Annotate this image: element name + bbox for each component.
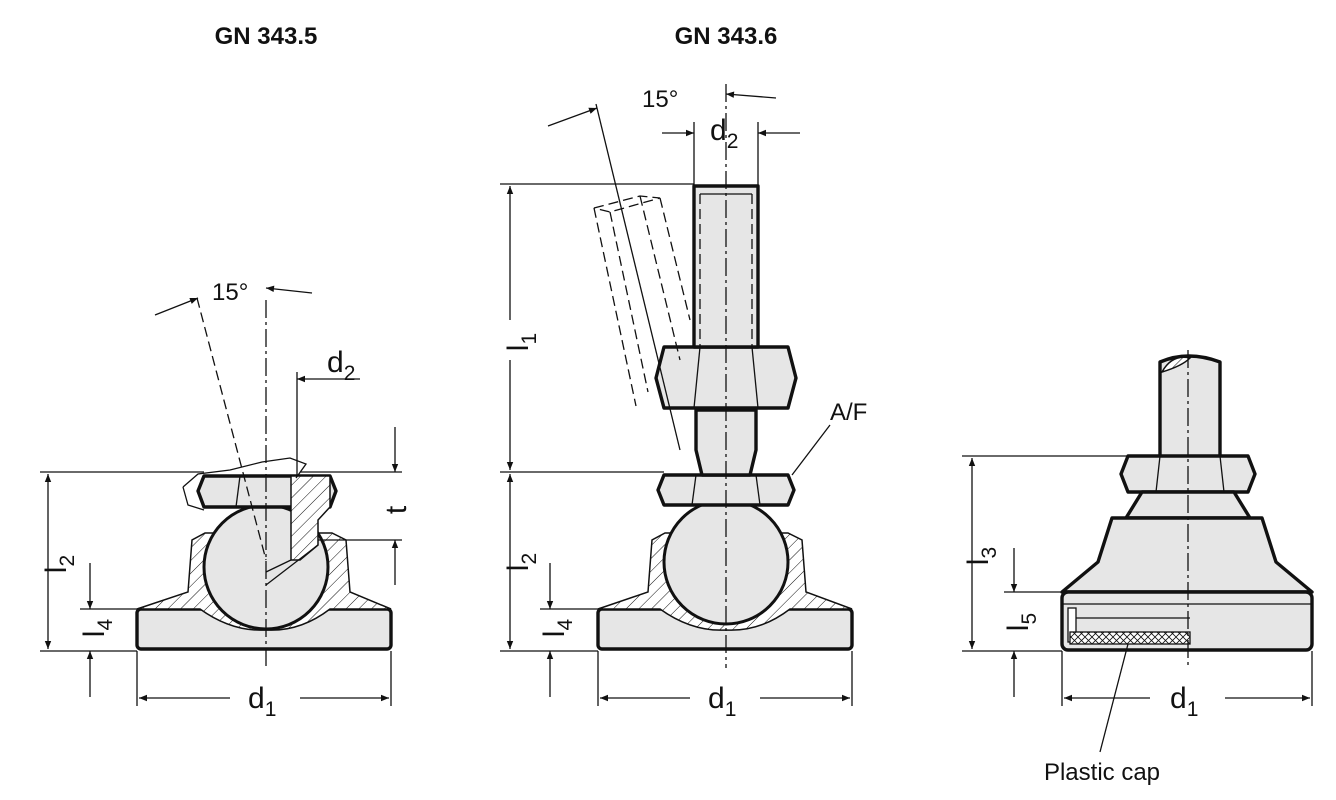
tilted-nut-outline [182, 457, 308, 488]
l4-label: l4 [538, 619, 577, 638]
l4-label: l4 [78, 619, 117, 638]
t-label: t [380, 505, 413, 514]
l5-label: l5 [1002, 613, 1041, 631]
view-gn-343-5: GN 343.5 15° d2 t [40, 23, 413, 721]
angle-label: 15° [212, 279, 248, 306]
af-label: A/F [830, 399, 867, 426]
d2-label: d2 [710, 114, 738, 153]
view-title: GN 343.6 [675, 23, 778, 50]
d1-label: d1 [708, 682, 736, 721]
d1-label: d1 [248, 682, 276, 721]
tilted-stud-ghost [593, 195, 691, 407]
tilted-axis [595, 103, 681, 451]
l2-label: l2 [502, 553, 541, 571]
view-title: GN 343.5 [215, 23, 318, 50]
threaded-stud [1158, 354, 1222, 456]
d2-label: d2 [327, 346, 355, 385]
angle-label: 15° [642, 86, 678, 113]
bore-section [290, 475, 331, 561]
view-gn-343-6: GN 343.6 [500, 23, 867, 721]
d1-label: d1 [1170, 682, 1198, 721]
tilted-axis [196, 297, 267, 561]
foot-body [1060, 516, 1314, 594]
l3-label: l3 [962, 547, 1001, 565]
plastic-cap [1069, 631, 1191, 645]
plastic-cap-label: Plastic cap [1044, 759, 1160, 786]
l2-label: l2 [40, 555, 79, 573]
l1-label: l1 [502, 333, 541, 351]
view-plastic-cap: l3 l5 d1 Plastic cap [962, 350, 1314, 786]
